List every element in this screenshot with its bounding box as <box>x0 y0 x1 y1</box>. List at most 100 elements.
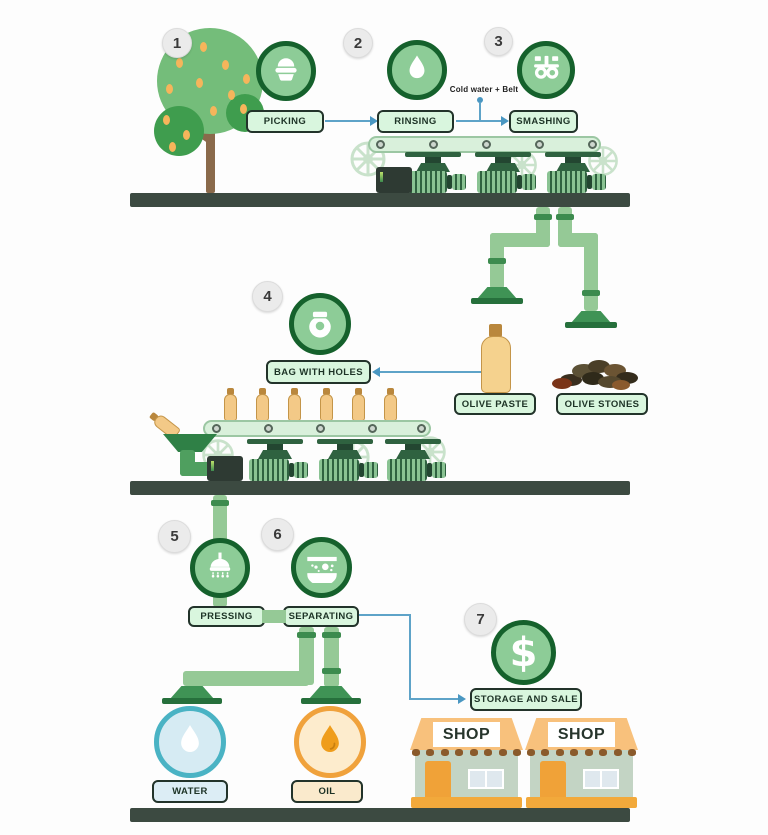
machine-stand <box>545 152 601 157</box>
note-marker-dot <box>477 97 483 103</box>
pipe-segment <box>299 627 314 685</box>
tree-canopy-small <box>154 106 204 156</box>
pipe-segment <box>490 233 550 247</box>
pressing-label: PRESSING <box>188 606 265 627</box>
step-number: 2 <box>353 34 363 52</box>
machine-stand <box>416 163 450 172</box>
rinsing-label-text: RINSING <box>394 116 437 127</box>
rinsing-icon-circle <box>387 40 447 100</box>
outlet-funnel-lip <box>162 698 222 704</box>
press-icon <box>203 549 237 588</box>
machine-stand <box>385 439 441 444</box>
flow-arrowhead <box>458 694 466 704</box>
ground <box>130 808 630 822</box>
olive-fruit <box>176 58 183 68</box>
pipe-coupling <box>556 214 574 220</box>
flow-arrow-line <box>456 120 503 122</box>
motor <box>319 459 359 481</box>
smashing-label-text: SMASHING <box>516 116 571 127</box>
pipe-coupling <box>322 668 341 674</box>
flow-line <box>409 614 411 700</box>
outlet-funnel-lip <box>471 298 523 304</box>
pipe-connector <box>262 610 286 623</box>
olive-fruit <box>240 104 247 114</box>
bag-icon-circle <box>289 293 351 355</box>
belt-roller <box>368 424 377 433</box>
picking-label: PICKING <box>246 110 324 133</box>
belt-roller <box>482 140 491 149</box>
motor-small <box>592 174 606 190</box>
oil-circle <box>294 706 366 778</box>
water-circle <box>154 706 226 778</box>
motor-small <box>452 174 466 190</box>
motor-cap <box>427 463 432 477</box>
step-badge-2: 2 <box>343 28 373 58</box>
storage-and-sale-label: STORAGE AND SALE <box>470 688 582 711</box>
belt-roller <box>588 140 597 149</box>
platform <box>130 193 630 207</box>
bottle <box>352 394 365 421</box>
machine-stand <box>425 157 441 164</box>
water-label: WATER <box>152 780 228 803</box>
shop-sign-text: SHOP <box>557 725 606 743</box>
pipe-coupling <box>297 632 316 638</box>
smashing-label: SMASHING <box>509 110 578 133</box>
paste-bottle <box>481 336 511 393</box>
flow-line <box>409 698 459 700</box>
awning-fringe <box>412 749 521 756</box>
flow-arrow-line <box>325 120 372 122</box>
dollar-icon: $ <box>509 629 538 676</box>
flow-arrowhead <box>501 116 509 126</box>
belt-note: Cold water + Belt <box>449 85 519 94</box>
motor-cap <box>587 175 592 189</box>
shop-door <box>540 761 566 798</box>
paste-bottle-cap <box>489 324 502 337</box>
motor-cap <box>517 175 522 189</box>
shop-window <box>468 769 504 789</box>
shop-window <box>583 769 619 789</box>
hopper-funnel <box>163 434 217 452</box>
stone <box>552 378 572 389</box>
machine-stand <box>565 157 581 164</box>
machine-stand <box>405 152 461 157</box>
flow-arrow-line <box>379 371 482 373</box>
outlet-funnel-lip <box>301 698 361 704</box>
shop-sign: SHOP <box>548 722 615 747</box>
motor-cap <box>447 175 452 189</box>
pressing-label-text: PRESSING <box>200 611 253 622</box>
olive-stones-label: OLIVE STONES <box>556 393 648 415</box>
olive-fruit <box>169 142 176 152</box>
olive-fruit <box>222 60 229 70</box>
outlet-funnel <box>571 311 611 323</box>
picking-label-text: PICKING <box>263 116 307 127</box>
oil-label-text: OIL <box>318 786 336 797</box>
platform <box>130 481 630 495</box>
pipe-segment <box>584 233 598 311</box>
separating-icon-circle <box>291 537 352 598</box>
olive-fruit <box>200 42 207 52</box>
indicator-light <box>380 172 383 182</box>
smashing-icon-circle <box>517 41 575 99</box>
machine-stand <box>396 450 430 459</box>
bottle-cap <box>387 388 394 395</box>
motor-cap <box>289 463 294 477</box>
oil-drop-icon <box>311 721 349 764</box>
bottle <box>256 394 269 421</box>
bottle <box>320 394 333 421</box>
bag-label-text: BAG WITH HOLES <box>274 366 363 378</box>
bottle-cap <box>323 388 330 395</box>
pressing-icon-circle <box>190 538 250 598</box>
belt-roller <box>376 140 385 149</box>
olive-fruit <box>183 130 190 140</box>
pipe-coupling <box>534 214 552 220</box>
step-badge-7: 7 <box>464 603 497 636</box>
motor <box>477 171 517 193</box>
shop-base <box>526 797 637 808</box>
storage-label-text: STORAGE AND SALE <box>473 694 579 705</box>
flow-arrowhead <box>372 367 380 377</box>
step-badge-5: 5 <box>158 520 191 553</box>
machine-stand <box>405 444 421 450</box>
step-number: 1 <box>172 34 182 52</box>
step-badge-4: 4 <box>252 281 283 312</box>
belt-roller <box>212 424 221 433</box>
